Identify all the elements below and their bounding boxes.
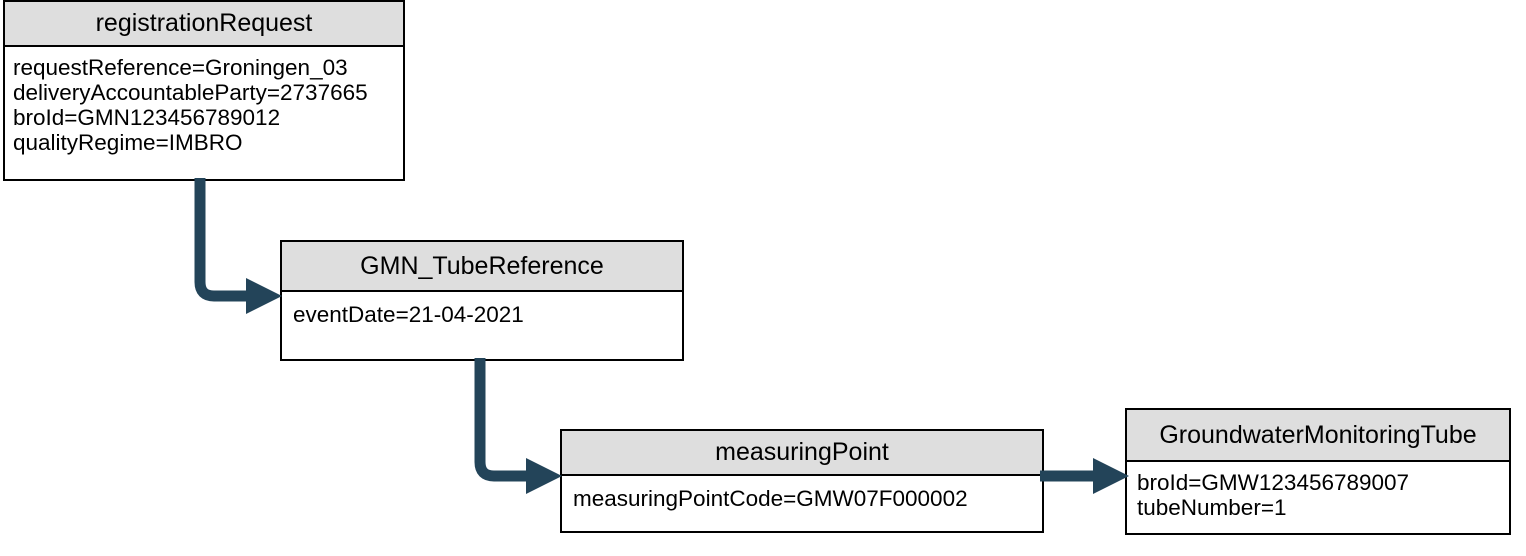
uml-attribute: measuringPointCode=GMW07F000002: [573, 486, 968, 511]
uml-box-title: GMN_TubeReference: [282, 242, 682, 292]
uml-box-groundwater-monitoring-tube[interactable]: GroundwaterMonitoringTube broId=GMW12345…: [1125, 408, 1511, 535]
uml-box-title: GroundwaterMonitoringTube: [1127, 410, 1509, 462]
uml-box-registration-request[interactable]: registrationRequest requestReference=Gro…: [3, 0, 405, 181]
arrowhead-icon: [526, 458, 562, 494]
uml-attribute: tubeNumber=1: [1137, 495, 1287, 520]
connector-tuberef-to-measuringpoint: [450, 358, 580, 503]
arrowhead-icon: [246, 278, 282, 314]
uml-box-measuring-point[interactable]: measuringPoint measuringPointCode=GMW07F…: [560, 429, 1044, 533]
uml-box-gmn-tube-reference[interactable]: GMN_TubeReference eventDate=21-04-2021: [280, 240, 684, 361]
uml-box-attributes: eventDate=21-04-2021: [282, 292, 682, 359]
connector-request-to-tuberef: [170, 178, 300, 318]
uml-box-attributes: requestReference=Groningen_03 deliveryAc…: [5, 47, 403, 179]
uml-attribute: broId=GMW123456789007: [1137, 470, 1410, 495]
arrow-elbow-down-right-icon: [474, 358, 562, 494]
arrow-right-icon: [1040, 458, 1129, 494]
arrow-elbow-down-right-icon: [194, 178, 282, 314]
connector-measuringpoint-to-tube: [1040, 450, 1135, 505]
uml-attribute: qualityRegime=IMBRO: [13, 130, 243, 155]
uml-box-title: measuringPoint: [562, 431, 1042, 476]
uml-attribute: requestReference=Groningen_03: [13, 55, 348, 80]
uml-attribute: deliveryAccountableParty=2737665: [13, 80, 368, 105]
uml-box-attributes: measuringPointCode=GMW07F000002: [562, 476, 1042, 531]
uml-box-title: registrationRequest: [5, 2, 403, 47]
uml-attribute: eventDate=21-04-2021: [293, 302, 524, 327]
uml-attribute: broId=GMN123456789012: [13, 105, 281, 130]
arrowhead-icon: [1093, 458, 1129, 494]
uml-box-attributes: broId=GMW123456789007 tubeNumber=1: [1127, 462, 1509, 533]
connector-line: [194, 178, 248, 302]
connector-line: [474, 358, 528, 482]
